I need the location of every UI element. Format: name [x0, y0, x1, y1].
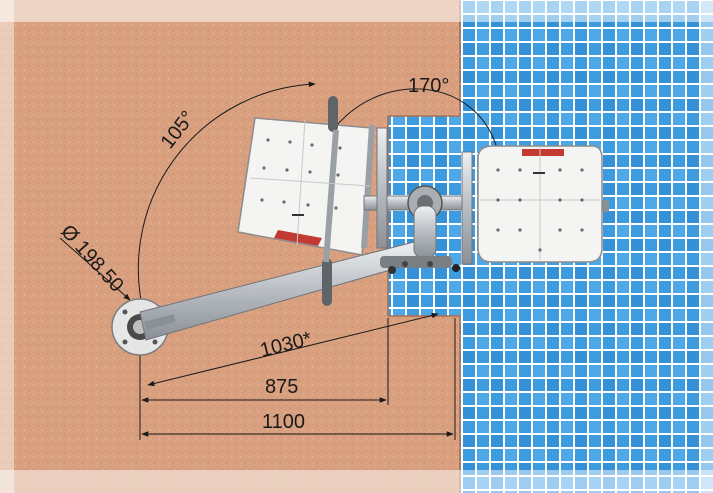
seat-folded: [237, 96, 375, 306]
dim-1100-label: 1100: [262, 411, 305, 433]
dim-875-label: 875: [265, 376, 298, 398]
dimension-lines: [59, 81, 502, 440]
seat-deployed: [477, 145, 609, 263]
lift-pivot-assembly: [363, 127, 473, 274]
arc-105: [137, 81, 316, 319]
angle-170-label: 170°: [408, 75, 449, 97]
